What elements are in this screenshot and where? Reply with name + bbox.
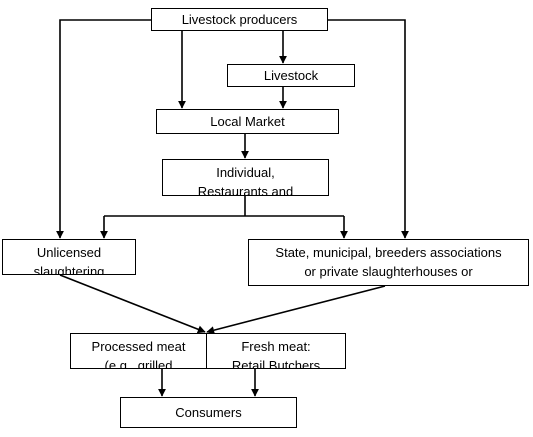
label-livestock-producers: Livestock producers xyxy=(181,12,298,27)
label-local-market: Local Market xyxy=(210,114,285,129)
label-individual-line-1: Individual, xyxy=(216,165,275,180)
box-unlicensed-slaughtering: Unlicensed slaughtering xyxy=(2,239,136,275)
box-processed-meat: Processed meat (e.g., grilled xyxy=(70,333,207,369)
label-unlicensed-line-2: slaughtering xyxy=(33,264,105,275)
box-livestock-producers: Livestock producers xyxy=(151,8,328,31)
box-livestock: Livestock xyxy=(227,64,355,87)
label-individual-line-2: Restaurants and xyxy=(197,184,294,196)
label-state-line-1: State, municipal, breeders associations xyxy=(275,245,502,260)
label-consumers: Consumers xyxy=(175,405,242,420)
label-processed-line-2: (e.g., grilled xyxy=(104,358,173,369)
label-unlicensed-line-1: Unlicensed xyxy=(36,245,102,260)
arrow-unlicensed-to-meat xyxy=(59,274,206,334)
label-state-line-2: or private slaughterhouses or xyxy=(304,264,473,279)
arrow-producers-to-unlicensed xyxy=(56,19,151,239)
box-state-slaughterhouses: State, municipal, breeders associations … xyxy=(248,239,529,286)
arrow-producers-to-state xyxy=(328,19,409,239)
box-individual-restaurants: Individual, Restaurants and xyxy=(162,159,329,196)
label-livestock: Livestock xyxy=(263,68,319,83)
box-fresh-meat: Fresh meat: Retail Butchers xyxy=(206,333,346,369)
label-processed-line-1: Processed meat xyxy=(91,339,186,354)
box-local-market: Local Market xyxy=(156,109,339,134)
box-consumers: Consumers xyxy=(120,397,297,428)
arrow-state-to-meat xyxy=(206,285,386,335)
label-fresh-line-2: Retail Butchers xyxy=(231,358,321,369)
label-fresh-line-1: Fresh meat: xyxy=(241,339,311,354)
